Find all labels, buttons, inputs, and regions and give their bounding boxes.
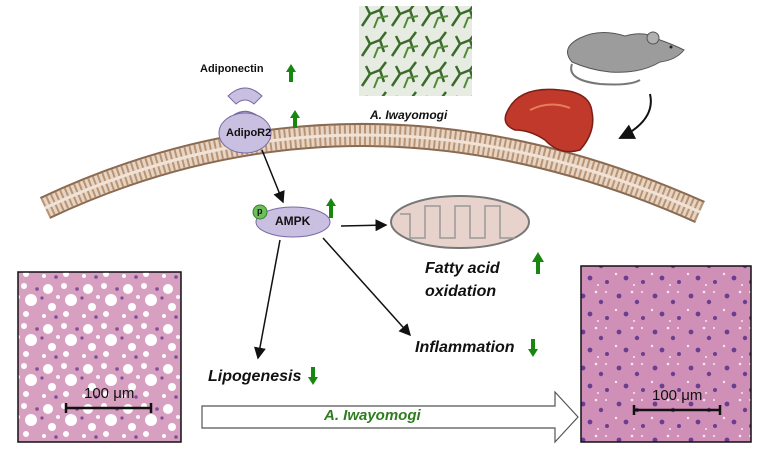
fatty-liver-histology <box>17 271 182 443</box>
plant-name-label: A. Iwayomogi <box>370 108 448 122</box>
plant-photo <box>359 6 472 96</box>
ampk-to-mitochondria-arrow <box>340 219 388 232</box>
receptor-to-ampk-arrow <box>261 149 285 204</box>
adipor2-receptor <box>218 87 272 154</box>
mouse-icon <box>567 31 685 86</box>
fatty-acid-label-1: Fatty acid <box>425 260 500 277</box>
scale-bar-label-right: 100 μm <box>652 387 703 404</box>
ampk-to-inflammation-arrow <box>322 237 412 337</box>
ampk-to-lipogenesis-arrow <box>254 239 281 360</box>
liver-icon <box>504 88 594 153</box>
adipor2-label: AdipoR2 <box>226 127 272 139</box>
ampk-label: AMPK <box>275 214 311 228</box>
lipogenesis-down-arrow <box>308 367 318 385</box>
treatment-label: A. Iwayomogi <box>324 407 421 424</box>
ampk-up-arrow <box>326 198 336 218</box>
scale-bar-label-left: 100 μm <box>84 385 135 402</box>
mouse-to-liver-arrow <box>618 93 652 139</box>
adiponectin-up-arrow <box>286 64 296 82</box>
fatty-acid-up-arrow <box>532 252 544 274</box>
lipogenesis-label: Lipogenesis <box>208 368 302 385</box>
treated-liver-histology <box>580 265 752 443</box>
adiponectin-label: Adiponectin <box>200 63 264 75</box>
adipor2-up-arrow <box>290 110 300 128</box>
fatty-acid-label-2: oxidation <box>425 283 497 300</box>
ampk-node <box>252 204 331 238</box>
cell-membrane <box>39 123 705 223</box>
inflammation-down-arrow <box>528 339 538 357</box>
phospho-label: p <box>257 206 263 216</box>
mitochondria-icon <box>390 195 530 249</box>
treatment-arrow <box>201 390 579 444</box>
inflammation-label: Inflammation <box>415 339 515 356</box>
